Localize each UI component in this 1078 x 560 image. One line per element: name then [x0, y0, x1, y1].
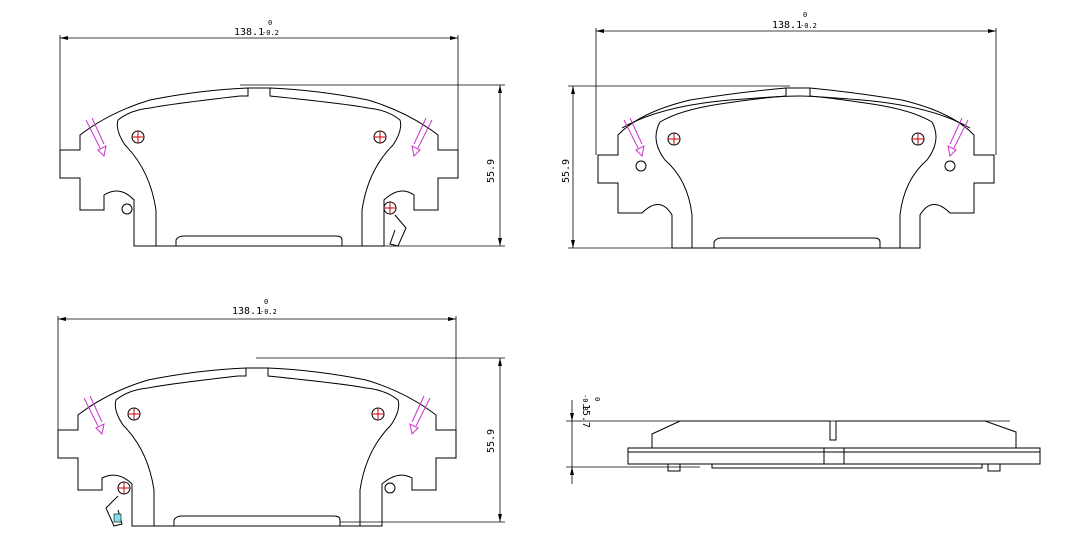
wear-indicator-arrow-right [409, 423, 419, 436]
dimension-arrow-left [596, 29, 604, 33]
dimension-arrow-right [448, 317, 456, 321]
width-upper-tolerance: 0 [803, 11, 807, 19]
pad-outline [597, 87, 787, 249]
height-arrow-bottom [571, 240, 575, 248]
height-value: 55.9 [561, 159, 572, 183]
hole-center-mark-right [374, 131, 386, 143]
underlayer [711, 463, 983, 469]
wear-indicator-left [83, 395, 103, 427]
view-bottom-left: 0 138.1 -0.2 55.9 [57, 298, 505, 527]
hole-center-mark-right [912, 133, 924, 145]
clip-hole-mark [118, 482, 130, 494]
backing-plate-edge-right [799, 95, 971, 129]
wear-indicator-left [85, 117, 105, 149]
pad-outline [57, 367, 247, 527]
width-upper-tolerance: 0 [268, 19, 272, 27]
friction-material [651, 420, 1017, 448]
bottom-slot [175, 235, 343, 246]
thickness-nominal: 15.7 [580, 404, 591, 428]
height-value: 55.9 [486, 159, 497, 183]
thickness-arrow-top [570, 413, 574, 421]
wear-indicator-right [413, 117, 433, 149]
pad-outline [59, 87, 249, 247]
dimension-arrow-left [58, 317, 66, 321]
pad-outline-right [809, 87, 995, 249]
wear-indicator-arrow-right [947, 145, 957, 158]
clip-hole-mark [384, 202, 396, 214]
hole-center-mark-left [668, 133, 680, 145]
height-value: 55.9 [486, 429, 497, 453]
wear-indicator-right [411, 395, 431, 427]
view-top-left: 0 138.1 -0.2 55.9 [59, 19, 505, 247]
backing-plate [627, 447, 1041, 465]
hole-center-mark-left [132, 131, 144, 143]
wear-indicator-left [623, 117, 643, 149]
abutment-tab-right [987, 463, 1001, 472]
small-hole [384, 482, 396, 494]
bottom-slot [173, 515, 341, 526]
backing-plate-edge-left [621, 95, 801, 129]
width-nominal: 138.1 [232, 306, 262, 317]
width-lower-tolerance: -0.2 [800, 22, 817, 30]
height-arrow-top [498, 358, 502, 366]
dimension-arrow-right [450, 36, 458, 40]
dimension-arrow-right [988, 29, 996, 33]
dimension-arrow-left [60, 36, 68, 40]
pad-outline-right [267, 367, 457, 527]
wear-clip [389, 214, 407, 247]
view-side: 15.7 0 -0.3 [566, 394, 1041, 484]
small-hole-right [944, 160, 956, 172]
height-arrow-bottom [498, 514, 502, 522]
height-arrow-bottom [498, 238, 502, 246]
thickness-upper-tolerance: 0 [593, 397, 601, 401]
wear-indicator-arrow-left [95, 423, 105, 436]
wear-clip-highlight [113, 513, 122, 523]
hole-center-mark-left [128, 408, 140, 420]
width-upper-tolerance: 0 [264, 298, 268, 306]
height-arrow-top [571, 86, 575, 94]
wear-indicator-arrow-right [411, 145, 421, 158]
small-hole-left [635, 160, 647, 172]
abutment-tab-left [667, 463, 681, 472]
width-lower-tolerance: -0.2 [260, 308, 277, 316]
wear-indicator-arrow-left [635, 145, 645, 158]
height-arrow-top [498, 85, 502, 93]
wear-indicator-right [949, 117, 969, 149]
width-nominal: 138.1 [772, 20, 802, 31]
width-nominal: 138.1 [234, 27, 264, 38]
bottom-slot [713, 237, 881, 248]
wear-indicator-arrow-left [97, 145, 107, 158]
small-hole [121, 203, 133, 215]
view-top-right: 0 138.1 -0.2 55.9 [561, 11, 997, 249]
pad-outline-right [269, 87, 459, 247]
hole-center-mark-right [372, 408, 384, 420]
thickness-arrow-bottom [570, 467, 574, 475]
width-lower-tolerance: -0.2 [262, 29, 279, 37]
thickness-lower-tolerance: -0.3 [581, 394, 589, 411]
